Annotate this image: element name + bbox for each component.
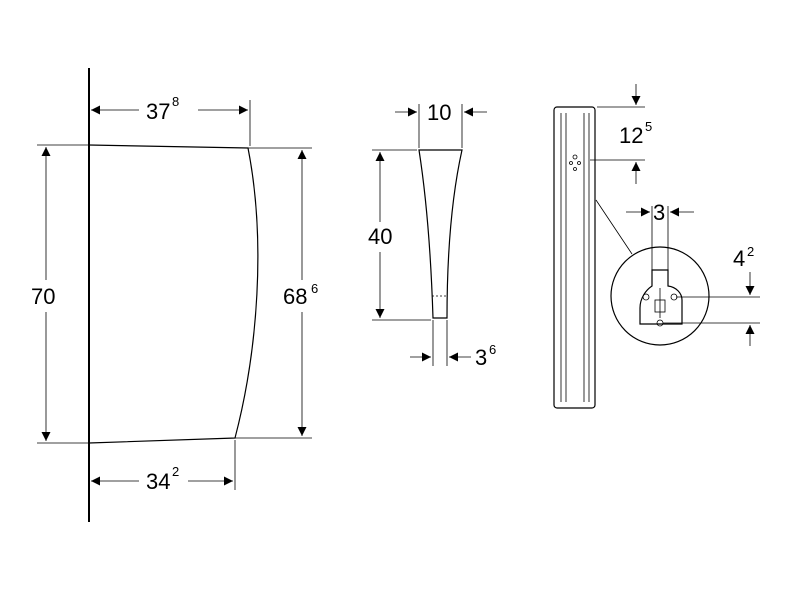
dim-bracket-offset-sup: 5	[645, 119, 652, 134]
side-profile: 10 40 3 6	[368, 100, 496, 370]
bracket-icon	[569, 154, 581, 171]
front-view: 37 8 34 2 70 68 6	[31, 68, 318, 522]
dim-bottom-width-main: 34	[146, 469, 170, 494]
dim-bottom-width-sup: 2	[172, 464, 179, 479]
dim-top-width-sup: 8	[172, 94, 179, 109]
dim-right-height-main: 68	[283, 284, 307, 309]
dim-bracket-offset-main: 12	[619, 123, 643, 148]
detail-circle	[610, 246, 710, 346]
dim-top-width-main: 37	[146, 99, 170, 124]
bracket-detail: 3 4 2	[610, 200, 760, 346]
bracket-plate	[639, 269, 683, 325]
dim-profile-top-main: 10	[427, 100, 451, 125]
rear-view: 12 5	[553, 84, 652, 409]
dim-profile-bottom-main: 3	[475, 345, 487, 370]
dim-hole-height-main: 4	[733, 246, 745, 271]
dim-profile-bottom-sup: 6	[489, 342, 496, 357]
detail-leader	[595, 199, 633, 255]
dim-left-height-main: 70	[31, 284, 55, 309]
mount-hole	[656, 319, 664, 327]
dim-profile-height-main: 40	[368, 224, 392, 249]
dim-hole-spacing-main: 3	[653, 200, 665, 225]
dim-right-height-sup: 6	[311, 281, 318, 296]
mount-hole	[642, 293, 650, 301]
rear-panel	[553, 106, 596, 409]
dim-hole-height-sup: 2	[747, 244, 754, 259]
cistern-outline	[88, 144, 259, 444]
profile-outline	[418, 149, 463, 319]
